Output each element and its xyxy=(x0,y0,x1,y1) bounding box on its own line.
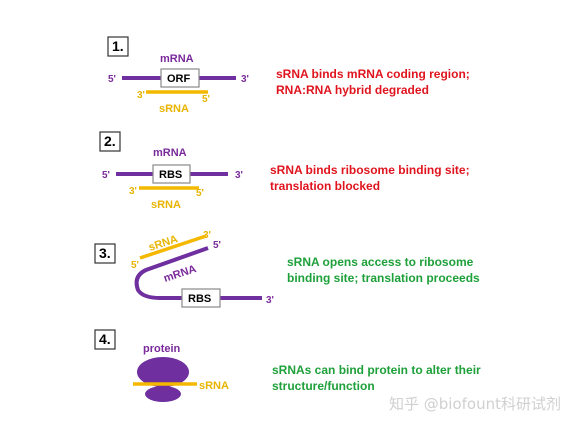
panel-4-number-box xyxy=(94,329,116,350)
panel-3-description-line2: binding site; translation proceeds xyxy=(287,271,480,285)
panel-4-srna-label: sRNA xyxy=(199,380,229,392)
panel-2: 2. mRNA 5' RBS 3' 3' 5' sRNA sRNA binds … xyxy=(99,131,470,211)
panel-1-number-box xyxy=(107,36,129,57)
panel-2-srna-label: sRNA xyxy=(151,199,181,211)
panel-2-number: 2. xyxy=(104,133,116,149)
panel-1-srna-label: sRNA xyxy=(159,103,189,115)
panel-1: 1. mRNA 5' ORF 3' 3' 5' sRNA sRNA binds … xyxy=(107,36,470,115)
panel-2-srna-3-end: 3' xyxy=(129,186,137,197)
watermark: 知乎 @biofount科研试剂 xyxy=(389,395,561,413)
panel-4-description-line2: structure/function xyxy=(272,379,375,393)
panel-4: 4. protein sRNA sRNAs can bind protein t… xyxy=(94,329,481,402)
panel-4-description-line1: sRNAs can bind protein to alter their xyxy=(272,363,481,377)
panel-2-rbs-label: RBS xyxy=(159,169,182,181)
protein-upper-lobe xyxy=(137,357,189,387)
panel-1-mrna-5-end: 5' xyxy=(108,74,116,85)
panel-1-srna-3-end: 3' xyxy=(137,90,145,101)
panel-3-rbs-label: RBS xyxy=(188,293,211,305)
panel-3-srna-5-end: 5' xyxy=(131,260,139,271)
panel-2-number-box xyxy=(99,131,121,152)
panel-3-description-line1: sRNA opens access to ribosome xyxy=(287,255,474,269)
panel-3-mrna-label: mRNA xyxy=(162,263,198,285)
panel-1-orf-box xyxy=(160,68,200,88)
panel-3: 3. 3' 5' sRNA 5' mRNA RBS 3' sRNA opens … xyxy=(94,230,480,308)
panel-3-mrna-strand xyxy=(134,246,262,300)
panel-1-number: 1. xyxy=(112,38,124,54)
panel-3-number: 3. xyxy=(99,245,111,261)
panel-1-mrna-label: mRNA xyxy=(160,53,194,65)
panel-1-orf-label: ORF xyxy=(167,73,191,85)
panel-2-mrna-3-end: 3' xyxy=(235,170,243,181)
panel-2-mrna-5-end: 5' xyxy=(102,170,110,181)
panel-1-mrna-3-end: 3' xyxy=(241,74,249,85)
panel-1-srna-5-end: 5' xyxy=(202,94,210,105)
panel-2-rbs-box xyxy=(152,164,191,184)
panel-3-mrna-3-end: 3' xyxy=(266,295,274,306)
panel-3-rbs-box xyxy=(181,288,221,308)
panel-3-mrna-5-end: 5' xyxy=(213,240,221,251)
panel-4-number: 4. xyxy=(99,331,111,347)
panel-3-srna-3-end: 3' xyxy=(203,230,211,241)
panel-1-description-line2: RNA:RNA hybrid degraded xyxy=(276,83,429,97)
panel-3-srna-strand xyxy=(139,234,207,260)
panel-2-srna-5-end: 5' xyxy=(196,188,204,199)
panel-2-mrna-label: mRNA xyxy=(153,147,187,159)
panel-2-description-line2: translation blocked xyxy=(270,179,380,193)
panel-3-number-box xyxy=(94,243,116,264)
protein-lower-lobe xyxy=(145,386,181,402)
panel-4-protein-label: protein xyxy=(143,343,181,355)
panel-1-description-line1: sRNA binds mRNA coding region; xyxy=(276,67,470,81)
panel-2-description-line1: sRNA binds ribosome binding site; xyxy=(270,163,470,177)
